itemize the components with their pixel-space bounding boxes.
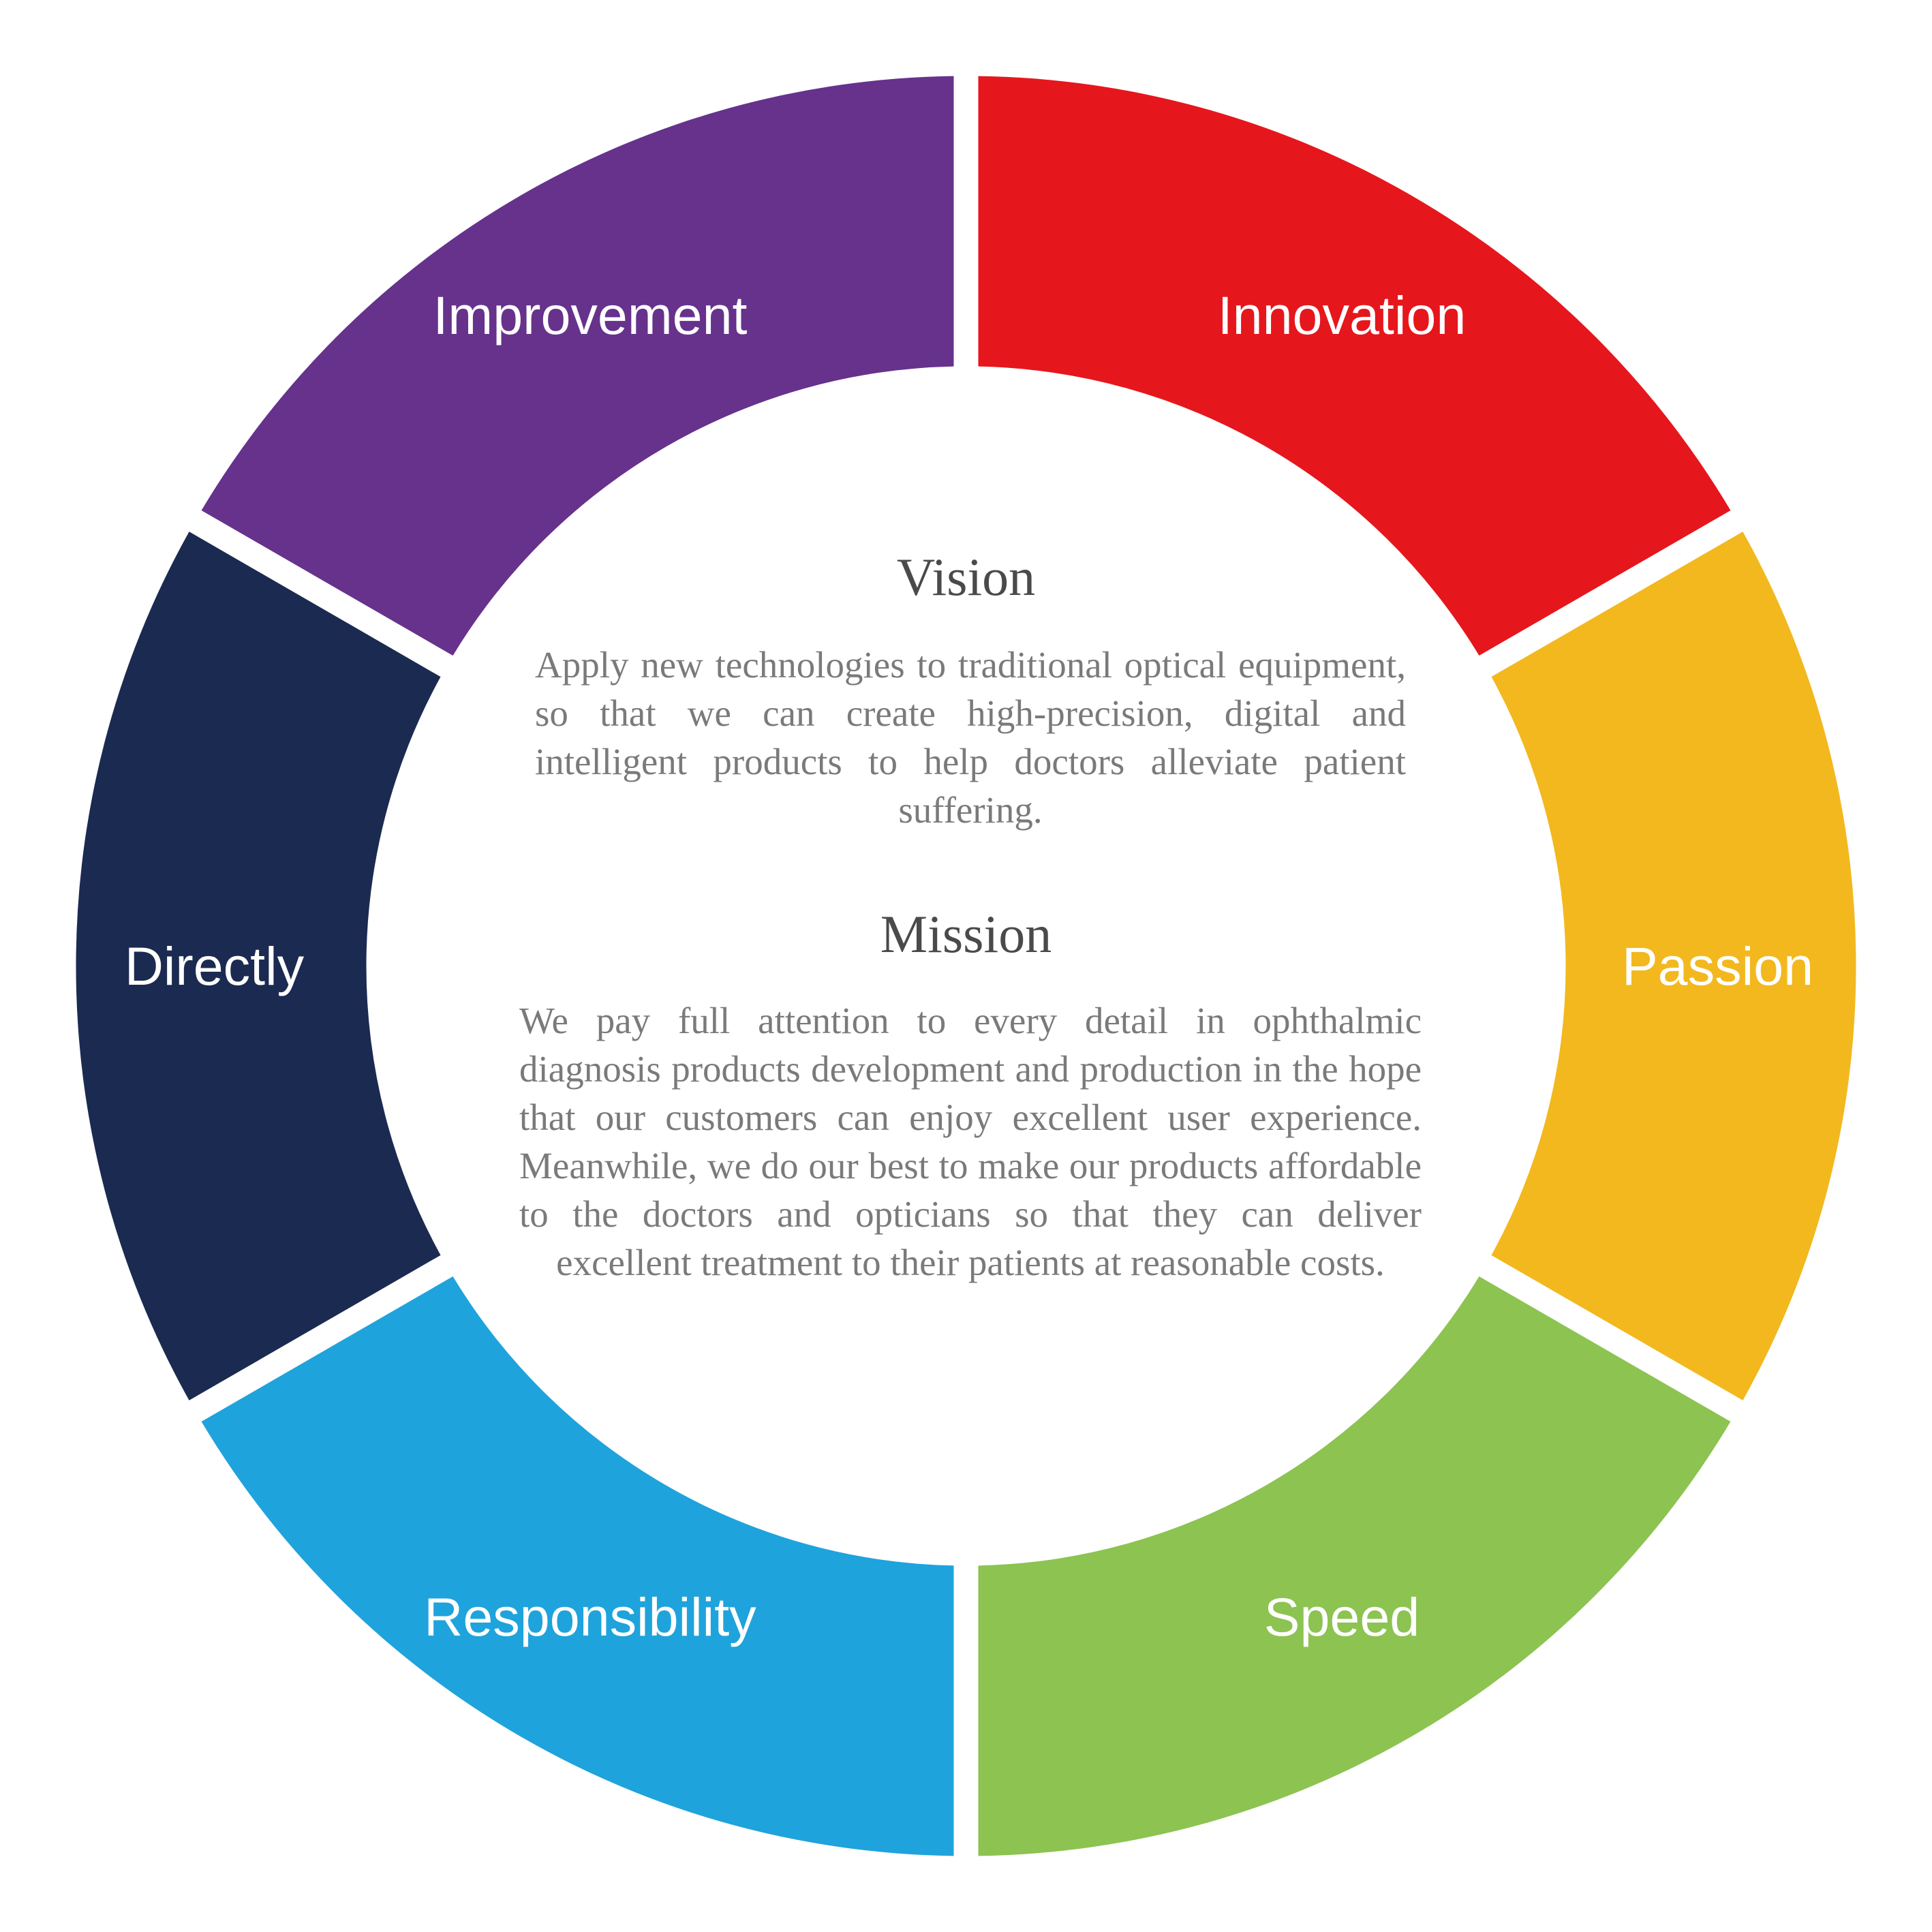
ring-segment-speed <box>978 1276 1731 1856</box>
vision-title: Vision <box>896 547 1036 607</box>
ring-segment-responsibility <box>201 1276 954 1856</box>
ring-segment-passion <box>1491 532 1856 1400</box>
mission-text: We pay full attention to every detail in… <box>519 1000 1422 1283</box>
ring-segment-innovation <box>978 76 1731 656</box>
segment-label: Directly <box>125 936 305 996</box>
mission-title: Mission <box>880 904 1052 964</box>
ring-segment-improvement <box>201 76 954 656</box>
segment-label: Improvement <box>433 285 747 346</box>
segment-label: Speed <box>1264 1586 1420 1647</box>
segment-label: Passion <box>1622 936 1813 996</box>
vision-text: Apply new technologies to traditional op… <box>535 644 1406 831</box>
ring-segment-directly <box>76 532 441 1400</box>
segment-label: Innovation <box>1218 285 1467 346</box>
segment-label: Responsibility <box>424 1586 756 1647</box>
